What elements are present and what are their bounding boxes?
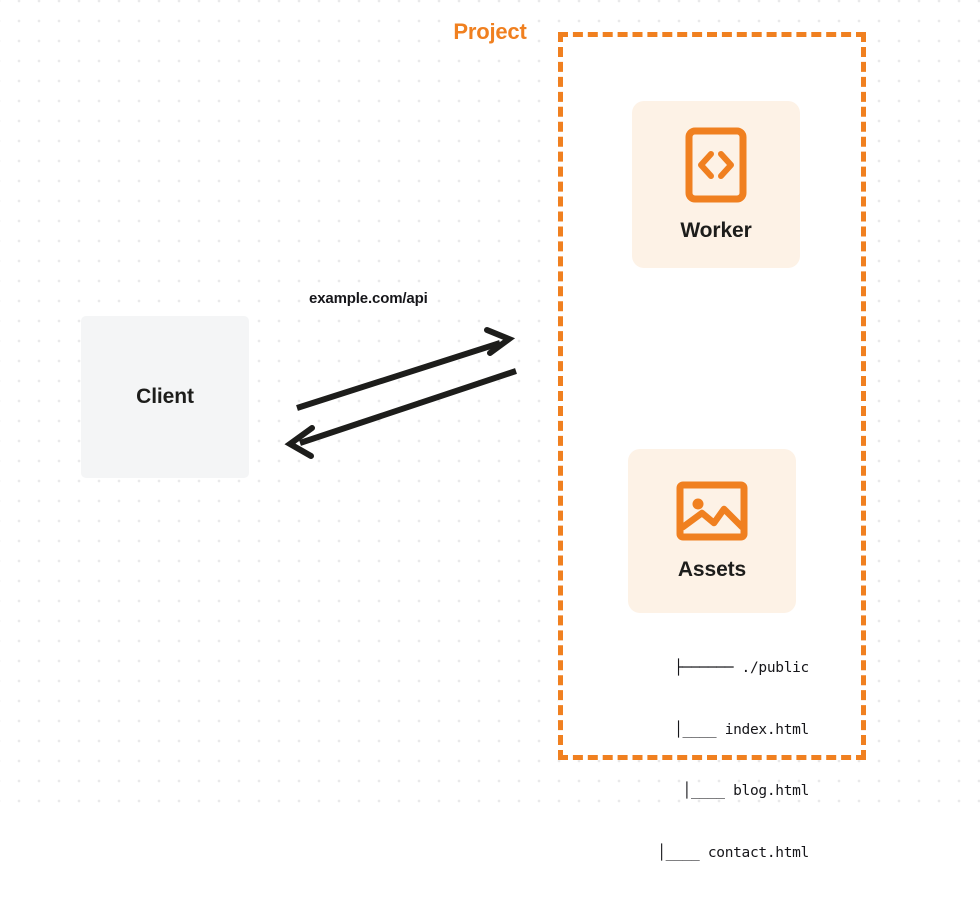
tree-row: │____ index.html: [640, 721, 809, 738]
image-picture-icon: [676, 480, 748, 542]
worker-node[interactable]: Worker: [632, 101, 800, 268]
assets-node[interactable]: Assets: [628, 449, 796, 613]
response-arrow: [284, 368, 517, 459]
diagram-canvas: Client example.com/api Project Worker: [0, 0, 980, 861]
tree-row: ├────── ./public: [674, 660, 809, 676]
client-label: Client: [136, 385, 194, 408]
tree-row: │____ contact.html: [623, 844, 809, 861]
client-node[interactable]: Client: [81, 316, 249, 478]
request-arrow: [296, 327, 516, 411]
tree-row: │____ blog.html: [648, 783, 810, 799]
connection-label: example.com/api: [309, 290, 428, 307]
project-title: Project: [446, 19, 534, 45]
assets-file-tree: ├────── ./public │____ index.html │____ …: [604, 617, 809, 904]
worker-label: Worker: [680, 218, 752, 242]
assets-label: Assets: [677, 558, 747, 581]
code-brackets-icon: [685, 127, 747, 203]
